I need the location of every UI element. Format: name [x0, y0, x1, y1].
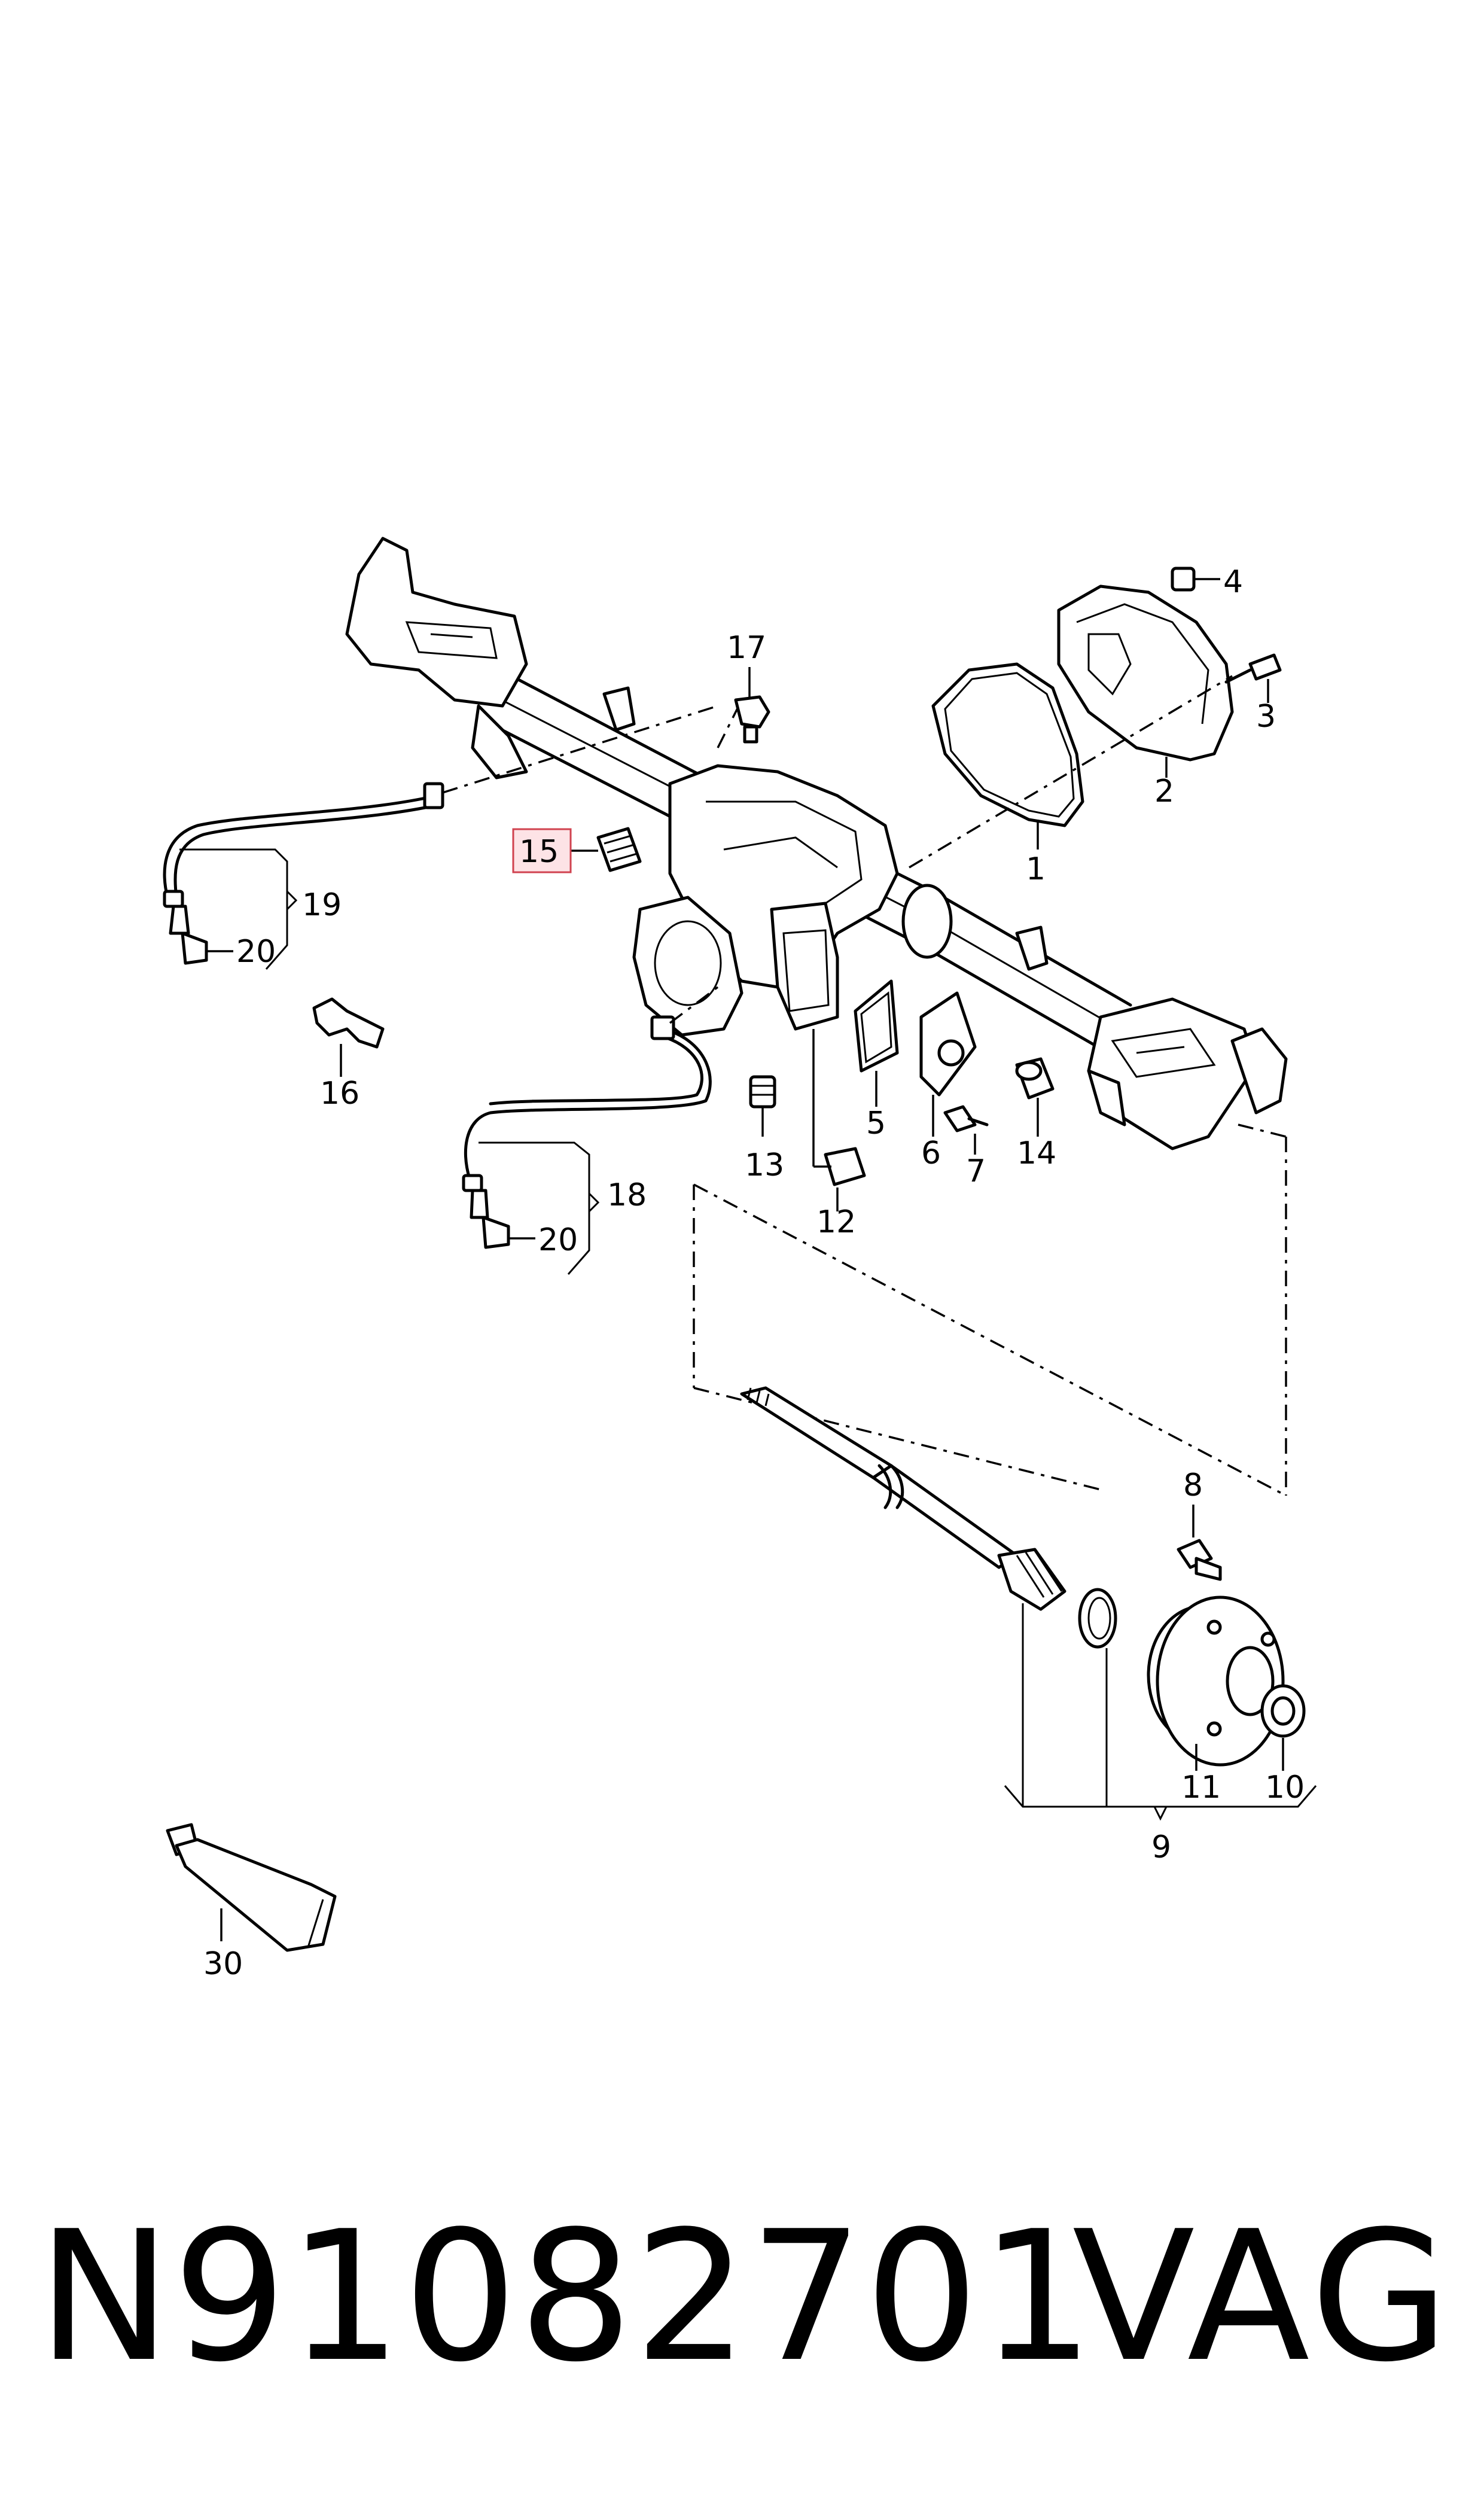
part-12-sleeve: [812, 1029, 866, 1211]
part-18-hose-lower: [462, 986, 719, 1275]
part-1-gasket: [931, 662, 1084, 850]
part-19-hose-upper: [163, 705, 718, 970]
callout-9[interactable]: 9: [1151, 1829, 1171, 1865]
callout-16[interactable]: 16: [320, 1076, 359, 1112]
callout-11[interactable]: 11: [1181, 1770, 1221, 1805]
brand-name: VAG: [1072, 2193, 1453, 2401]
part-11-wheel-hub: [1147, 1596, 1285, 1771]
part-6-cover-plate: [919, 991, 977, 1137]
callout-4[interactable]: 4: [1223, 564, 1243, 600]
part-2-rear-cover: [1057, 584, 1234, 778]
axle-housing: [345, 537, 1288, 1150]
part-16-clip: [312, 997, 385, 1077]
callout-20b[interactable]: 20: [538, 1222, 578, 1258]
callout-1[interactable]: 1: [1026, 851, 1046, 887]
callout-5[interactable]: 5: [866, 1106, 886, 1141]
callout-10[interactable]: 10: [1265, 1770, 1305, 1805]
part-10-hub-nut: [1260, 1684, 1306, 1771]
callout-12[interactable]: 12: [816, 1204, 856, 1240]
part-3-screw: [1224, 653, 1282, 703]
callout-14[interactable]: 14: [1017, 1135, 1056, 1171]
part-13-plug: [749, 1075, 776, 1137]
callout-6[interactable]: 6: [921, 1135, 941, 1171]
part-17-breather: [734, 667, 770, 744]
callout-19[interactable]: 19: [302, 887, 342, 923]
callout-18[interactable]: 18: [607, 1177, 647, 1213]
callout-30[interactable]: 30: [203, 1946, 243, 1982]
seal-ring: [1078, 1588, 1117, 1649]
part-4-nut: [1171, 567, 1220, 592]
callout-8[interactable]: 8: [1183, 1467, 1203, 1503]
callout-15[interactable]: 15: [519, 834, 559, 870]
callout-labels: 15 1 2 3 4 17 19 20 16 18 20 13 12 5 6 7…: [203, 564, 1305, 1982]
part-30-grease-tube: [166, 1823, 337, 1952]
callout-13[interactable]: 13: [745, 1147, 784, 1183]
callout-15-highlight: [512, 828, 572, 873]
part-9-drive-shaft: [740, 1386, 1066, 1611]
callout-7[interactable]: 7: [966, 1153, 986, 1189]
part-8-bolt: [1177, 1505, 1222, 1581]
part-5-gasket: [854, 979, 899, 1107]
part-number: N91082701: [37, 2193, 1096, 2401]
part-7-bolt: [943, 1105, 989, 1155]
callout-20a[interactable]: 20: [236, 934, 276, 970]
part-15-plug: [571, 827, 642, 872]
callout-17[interactable]: 17: [727, 630, 766, 666]
callout-2[interactable]: 2: [1154, 774, 1174, 809]
callout-3[interactable]: 3: [1256, 699, 1276, 735]
part-14-plug: [1015, 1057, 1055, 1137]
